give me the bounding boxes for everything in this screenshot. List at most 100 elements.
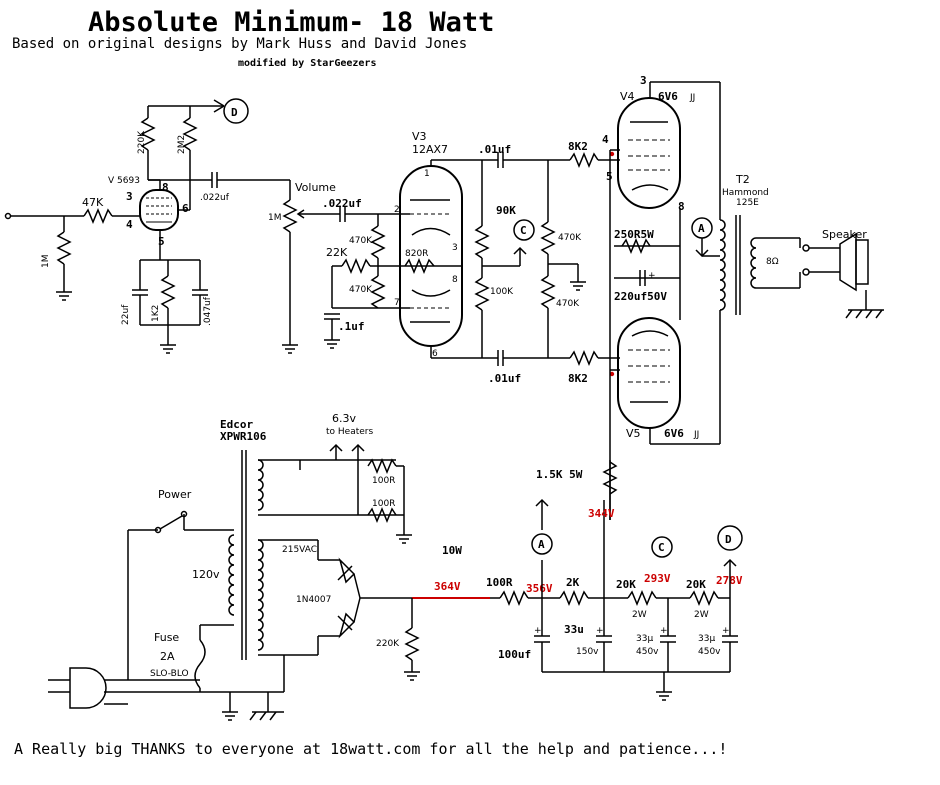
resistor-47k-label: 47K xyxy=(82,196,104,209)
resistor-90k-label: 90K xyxy=(496,204,516,217)
pot-1m-label: 1M xyxy=(268,213,282,223)
t2-label: T2 xyxy=(735,173,750,186)
cap-150v-label: 150v xyxy=(576,647,599,657)
resistor-470k-d-label: 470K xyxy=(556,299,580,309)
v5-type-label: 6V6 xyxy=(664,427,684,440)
diagram-title: Absolute Minimum- 18 Watt xyxy=(88,7,494,38)
footer-thanks: A Really big THANKS to everyone at 18wat… xyxy=(14,740,727,758)
red-junction-bottom xyxy=(609,371,615,377)
cap-plus-33-second: + xyxy=(660,626,668,636)
resistor-8k2-top-label: 8K2 xyxy=(568,140,588,153)
xpwr-label: XPWR106 xyxy=(220,430,267,443)
voltage-293: 293V xyxy=(644,572,671,585)
cap-01-top-label: .01uf xyxy=(478,143,511,156)
resistor-470k-c-label: 470K xyxy=(558,233,582,243)
modified-by: modified by StarGeezers xyxy=(238,57,376,69)
node-d-top-label: D xyxy=(231,106,238,119)
node-a-ps-label: A xyxy=(538,538,545,551)
cap-450v-a-label: 450v xyxy=(636,647,659,657)
power-label: Power xyxy=(158,488,192,501)
cap-22uf-label: 22uf xyxy=(121,304,131,325)
v3-type-label: 12AX7 xyxy=(412,143,448,156)
resistor-220k-b-label: 220K xyxy=(376,639,400,649)
cap-33-b-label: 33μ xyxy=(698,634,715,644)
resistor-2m2-label: 2M2 xyxy=(177,135,187,154)
fuse-label: Fuse xyxy=(154,631,179,644)
cap-022-first-label: .022uf xyxy=(200,193,230,203)
fuse-rating-label: 2A xyxy=(160,650,175,663)
v3-label: V3 xyxy=(412,130,427,143)
phase-inverter-network: .01uf .01uf 90K 100K C 470K 470K xyxy=(430,140,620,385)
v3-pin-8: 8 xyxy=(452,275,458,285)
resistor-470k-a-label: 470K xyxy=(349,236,373,246)
resistor-250r-label: 250R5W xyxy=(614,228,654,241)
node-a-ps xyxy=(531,533,553,555)
voltage-120-label: 120v xyxy=(192,568,220,581)
resistor-2w-b-label: 2W xyxy=(694,610,709,620)
v3-pin-6: 6 xyxy=(432,349,438,359)
resistor-820r-label: 820R xyxy=(405,249,428,259)
pin-3-label: 3 xyxy=(126,190,133,203)
power-tubes: V4 6V6 JJ 3 4 5 8 V5 6V6 JJ 250R5W xyxy=(602,74,721,520)
v3-pin-2: 2 xyxy=(394,205,400,215)
resistor-220k-label: 220K xyxy=(137,130,147,154)
tube-5693-label: V 5693 xyxy=(108,176,140,186)
node-c-ps xyxy=(651,536,673,558)
node-c-pi-label: C xyxy=(520,224,527,237)
diode-label: 1N4007 xyxy=(296,595,331,605)
cap-047-label: .047uf xyxy=(203,296,213,326)
resistor-2w-a-label: 2W xyxy=(632,610,647,620)
node-a-ot-label: A xyxy=(698,222,705,235)
cap-01-bottom-label: .01uf xyxy=(488,372,521,385)
v4-pin-4: 4 xyxy=(602,133,609,146)
node-d-top xyxy=(223,98,249,124)
resistor-20k-b-label: 20K xyxy=(686,578,706,591)
cap-022-second-label: .022uf xyxy=(322,197,362,210)
voltage-356: 356V xyxy=(526,582,553,595)
v4-pin-3: 3 xyxy=(640,74,647,87)
vac-label: 215VAC xyxy=(282,545,317,555)
speaker-label: Speaker xyxy=(822,228,867,241)
resistor-8k2-bottom-label: 8K2 xyxy=(568,372,588,385)
cap-plus-100: + xyxy=(534,626,542,636)
resistor-100k-label: 100K xyxy=(490,287,514,297)
hammond-label: Hammond xyxy=(722,188,769,198)
v5-jj-label: JJ xyxy=(693,430,699,440)
cap-220uf-label: 220uf50V xyxy=(614,290,667,303)
power-supply: Edcor XPWR106 6.3v to Heaters 100R 100R … xyxy=(48,412,743,721)
pin-8-label: 8 xyxy=(162,181,169,194)
node-d-ps xyxy=(717,525,743,551)
pin-6-label: 6 xyxy=(182,202,189,215)
resistor-1k2-label: 1K2 xyxy=(151,305,161,322)
v3-pin-7: 7 xyxy=(394,298,400,308)
voltage-364: 364V xyxy=(434,580,461,593)
watts-label: 10W xyxy=(442,544,462,557)
volume-pot: Volume 1M .022uf xyxy=(268,180,410,354)
fuse-type-label: SLO-BLO xyxy=(150,669,189,679)
edcor-label: Edcor xyxy=(220,418,253,431)
v4-jj-label: JJ xyxy=(689,93,695,103)
v3-pin-3: 3 xyxy=(452,243,458,253)
voltage-344: 344V xyxy=(588,507,615,520)
v4-label: V4 xyxy=(620,90,635,103)
cap-plus-33-first: + xyxy=(596,626,604,636)
resistor-1m-input-label: 1M xyxy=(41,255,51,269)
v4-type-label: 6V6 xyxy=(658,90,678,103)
resistor-100r-c-label: 100R xyxy=(486,576,513,589)
v3-pin-1: 1 xyxy=(424,169,430,179)
resistor-100r-a-label: 100R xyxy=(372,476,395,486)
resistor-100r-b-label: 100R xyxy=(372,499,395,509)
red-junction-top xyxy=(609,151,615,157)
cap-plus-33-third: + xyxy=(722,626,730,636)
resistor-470k-b-label: 470K xyxy=(349,285,373,295)
v3-12ax7: V3 12AX7 1 2 3 8 7 6 470K 820R 22K 470K xyxy=(324,130,463,359)
resistor-2k-label: 2K xyxy=(566,576,580,589)
v4-pin-8: 8 xyxy=(678,200,685,213)
node-d-ps-label: D xyxy=(725,533,732,546)
input-stage: 1M 47K V 5693 3 8 6 4 5 D 220K 2M xyxy=(4,98,290,354)
cap-33u-label: 33u xyxy=(564,623,584,636)
cap-plus-sign: + xyxy=(648,271,656,281)
cap-1uf-label: .1uf xyxy=(338,320,365,333)
hammond-model-label: 125E xyxy=(736,198,759,208)
